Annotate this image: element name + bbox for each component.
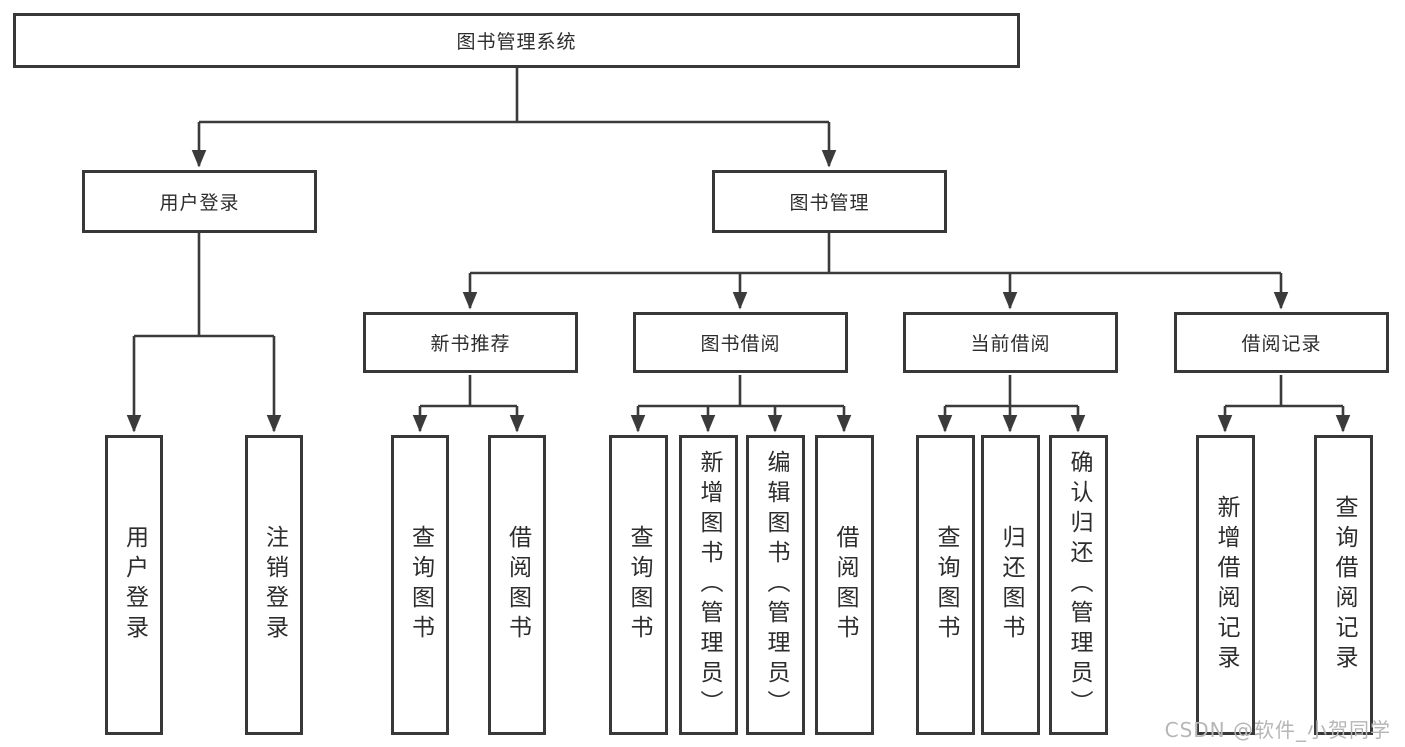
leaf-label: 用户登录 xyxy=(121,525,148,645)
leaf-current-query-books: 查询图书 xyxy=(916,435,975,735)
node-root-label: 图书管理系统 xyxy=(456,31,577,53)
leaf-label: 新增借阅记录 xyxy=(1213,495,1239,675)
leaf-newbook-query-books: 查询图书 xyxy=(391,435,449,735)
node-book-borrowing: 图书借阅 xyxy=(633,312,848,373)
node-borrowing-records: 借阅记录 xyxy=(1174,312,1389,373)
leaf-records-query-record: 查询借阅记录 xyxy=(1314,435,1373,735)
node-new-book-recommend: 新书推荐 xyxy=(363,312,578,373)
leaf-label: 归还图书 xyxy=(998,525,1024,645)
leaf-label: 借阅图书 xyxy=(504,525,531,645)
node-root-system: 图书管理系统 xyxy=(13,13,1020,68)
leaf-label: 编辑图书（管理员） xyxy=(763,450,789,720)
node-label: 新书推荐 xyxy=(430,333,511,355)
leaf-records-add-record: 新增借阅记录 xyxy=(1196,435,1255,735)
node-label: 用户登录 xyxy=(159,192,240,214)
node-book-management: 图书管理 xyxy=(712,170,947,233)
node-label: 图书借阅 xyxy=(700,333,781,355)
leaf-label: 借阅图书 xyxy=(832,525,858,645)
leaf-user-login: 用户登录 xyxy=(105,435,163,735)
leaf-label: 新增图书（管理员） xyxy=(696,450,722,720)
leaf-borrow-edit-books-admin: 编辑图书（管理员） xyxy=(746,435,805,735)
node-label: 借阅记录 xyxy=(1241,333,1322,355)
leaf-borrow-add-books-admin: 新增图书（管理员） xyxy=(679,435,738,735)
node-current-borrowing: 当前借阅 xyxy=(903,312,1118,373)
leaf-label: 查询图书 xyxy=(407,525,434,645)
leaf-borrow-borrow-books: 借阅图书 xyxy=(815,435,874,735)
leaf-logout: 注销登录 xyxy=(245,435,303,735)
leaf-current-return-books: 归还图书 xyxy=(981,435,1040,735)
leaf-label: 查询图书 xyxy=(626,525,652,645)
leaf-label: 查询借阅记录 xyxy=(1331,495,1357,675)
node-user-login-branch: 用户登录 xyxy=(82,170,317,233)
leaf-current-confirm-return-admin: 确认归还（管理员） xyxy=(1049,435,1108,735)
leaf-label: 注销登录 xyxy=(261,525,288,645)
node-label: 当前借阅 xyxy=(970,333,1051,355)
leaf-borrow-query-books: 查询图书 xyxy=(609,435,668,735)
csdn-watermark: CSDN @软件_小贺同学 xyxy=(1164,718,1391,742)
leaf-newbook-borrow-books: 借阅图书 xyxy=(488,435,546,735)
leaf-label: 确认归还（管理员） xyxy=(1066,450,1092,720)
leaf-label: 查询图书 xyxy=(933,525,959,645)
node-label: 图书管理 xyxy=(789,192,870,214)
